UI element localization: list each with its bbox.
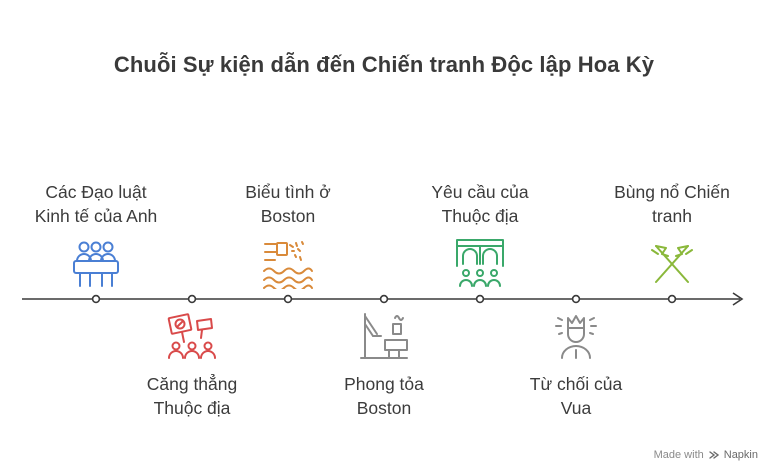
event-label-line: Boston (260, 206, 316, 226)
tea-in-water-icon (263, 241, 313, 289)
event-label: Bùng nổ Chiến tranh (592, 180, 752, 228)
event-label: Căng thẳng Thuộc địa (112, 372, 272, 420)
event-label-line: Căng thẳng (146, 374, 238, 394)
timeline-dot (283, 294, 293, 304)
watermark-brand: Napkin (723, 449, 758, 461)
protest-sign-icon (167, 313, 216, 359)
event-label-line: Các Đạo luật (45, 182, 147, 202)
crossed-flags-icon (651, 245, 693, 283)
event-label: Yêu cầu của Thuộc địa (400, 180, 560, 228)
people-meeting-icon (73, 241, 119, 287)
event-label-line: Thuộc địa (441, 206, 519, 226)
timeline-dot (475, 294, 485, 304)
napkin-logo-icon (709, 451, 719, 459)
crowned-king-icon (555, 315, 597, 359)
event-label-line: Thuộc địa (153, 398, 231, 418)
timeline-arrowhead (732, 292, 744, 306)
timeline-dot (379, 294, 389, 304)
event-label-line: Phong tỏa (344, 374, 424, 394)
event-label-line: tranh (652, 206, 692, 226)
made-with-napkin-watermark: Made with Napkin (654, 449, 758, 461)
event-label: Phong tỏa Boston (304, 372, 464, 420)
event-label-line: Boston (356, 398, 412, 418)
event-label-line: Biểu tình ở (245, 182, 331, 202)
event-label: Biểu tình ở Boston (208, 180, 368, 228)
event-label-line: Yêu cầu của (431, 182, 529, 202)
event-label-line: Kinh tế của Anh (34, 206, 158, 226)
event-label: Các Đạo luật Kinh tế của Anh (16, 180, 176, 228)
watermark-prefix: Made with (653, 449, 704, 461)
event-label-line: Vua (560, 398, 592, 418)
event-label-line: Bùng nổ Chiến (614, 182, 730, 202)
timeline-dot (667, 294, 677, 304)
event-label-line: Từ chối của (529, 374, 623, 394)
assembly-hall-icon (456, 239, 504, 287)
harbor-ship-icon (360, 313, 408, 359)
timeline-dot (571, 294, 581, 304)
event-label: Từ chối của Vua (496, 372, 656, 420)
timeline-dot (91, 294, 101, 304)
diagram-title: Chuỗi Sự kiện dẫn đến Chiến tranh Độc lậ… (113, 52, 655, 77)
timeline-dot (187, 294, 197, 304)
